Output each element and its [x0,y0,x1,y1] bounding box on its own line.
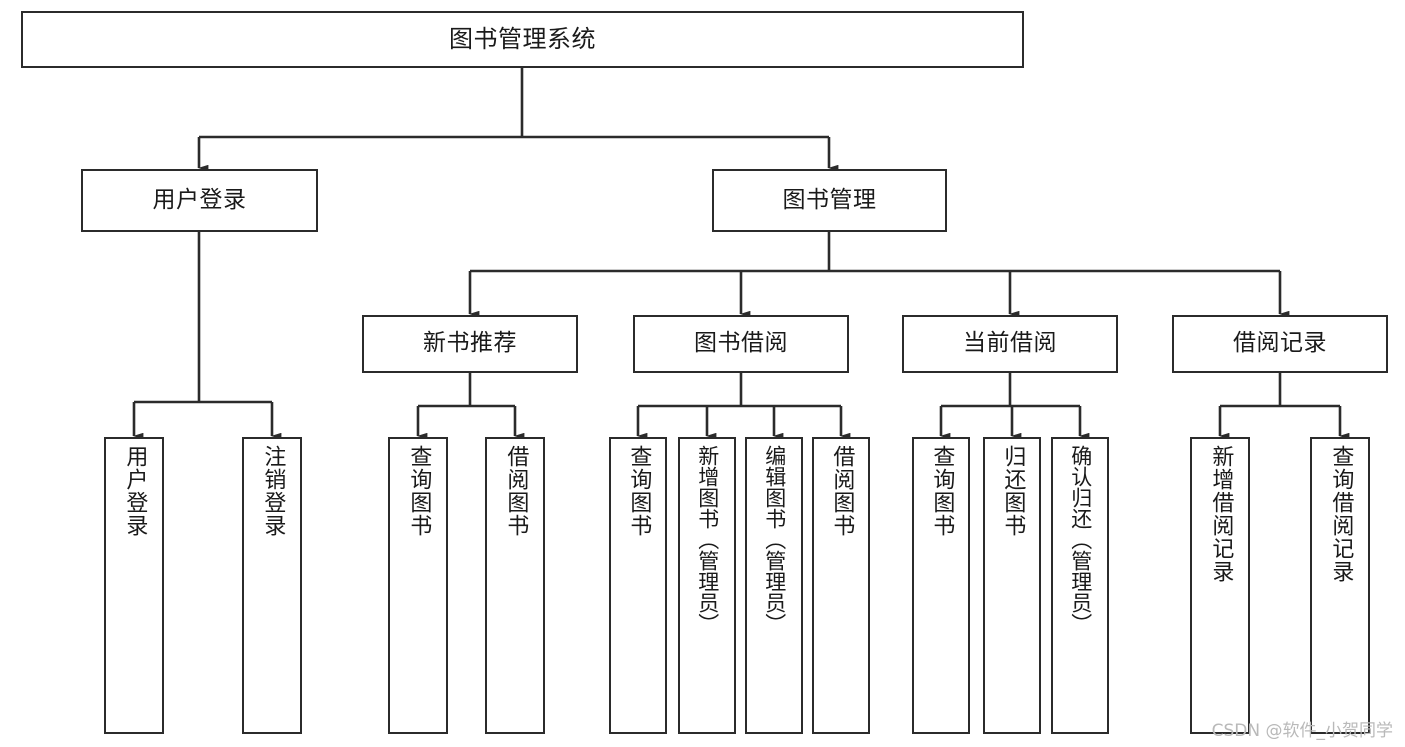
node-leaf-borrow-book-recommend[interactable]: 借阅图书 [485,437,545,734]
node-label: 借阅记录 [1233,330,1327,357]
node-label: 编辑图书（管理员） [762,445,787,634]
node-label: 查询图书 [626,445,652,537]
node-label: 查询图书 [929,445,955,537]
node-leaf-edit-book-admin[interactable]: 编辑图书（管理员） [745,437,803,734]
node-leaf-confirm-return-admin[interactable]: 确认归还（管理员） [1051,437,1109,734]
node-label: 用户登录 [152,186,247,213]
node-leaf-return-book[interactable]: 归还图书 [983,437,1041,734]
node-label: 图书借阅 [694,330,788,357]
node-label: 新增图书（管理员） [695,445,720,634]
node-leaf-query-book-recommend[interactable]: 查询图书 [388,437,448,734]
node-label: 借阅图书 [503,445,529,537]
node-leaf-query-book-borrow[interactable]: 查询图书 [609,437,667,734]
csdn-watermark: CSDN @软件_小贺同学 [1211,721,1393,741]
node-label: 当前借阅 [963,330,1057,357]
node-new-book-recommend[interactable]: 新书推荐 [362,315,578,373]
node-label: 新书推荐 [423,330,517,357]
node-leaf-add-book-admin[interactable]: 新增图书（管理员） [678,437,736,734]
node-root-system[interactable]: 图书管理系统 [21,11,1024,68]
node-leaf-user-login[interactable]: 用户登录 [104,437,164,734]
node-book-borrow[interactable]: 图书借阅 [633,315,849,373]
node-user-login[interactable]: 用户登录 [81,169,318,232]
node-leaf-query-borrow-record[interactable]: 查询借阅记录 [1310,437,1370,734]
node-leaf-user-logout[interactable]: 注销登录 [242,437,302,734]
node-book-management[interactable]: 图书管理 [712,169,947,232]
node-label: 确认归还（管理员） [1068,445,1093,634]
node-leaf-add-borrow-record[interactable]: 新增借阅记录 [1190,437,1250,734]
node-label: 借阅图书 [829,445,855,537]
node-label: 图书管理系统 [449,25,596,54]
node-label: 图书管理 [782,186,877,213]
node-label: 用户登录 [122,445,148,537]
node-label: 新增借阅记录 [1208,445,1234,583]
node-label: 归还图书 [1000,445,1026,537]
node-label: 注销登录 [260,445,286,537]
node-leaf-borrow-book[interactable]: 借阅图书 [812,437,870,734]
node-label: 查询图书 [406,445,432,537]
node-borrow-record[interactable]: 借阅记录 [1172,315,1388,373]
node-leaf-query-book-current[interactable]: 查询图书 [912,437,970,734]
node-label: 查询借阅记录 [1328,445,1354,583]
node-current-borrow[interactable]: 当前借阅 [902,315,1118,373]
